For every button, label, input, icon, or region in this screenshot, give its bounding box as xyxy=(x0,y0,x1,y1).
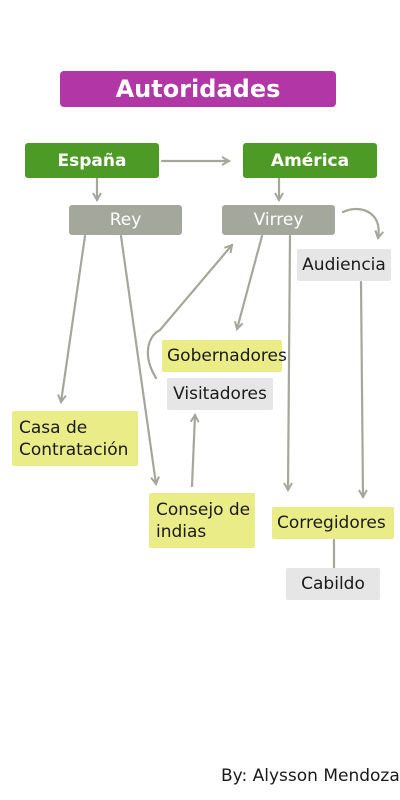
arrow-consejo-visitadores xyxy=(192,415,195,488)
node-virrey: Virrey xyxy=(222,205,335,235)
arrow-rey-consejo xyxy=(119,234,156,484)
node-rey: Rey xyxy=(69,205,182,235)
node-visitadores: Visitadores xyxy=(167,378,273,410)
arrow-audiencia-corregidores xyxy=(361,280,363,497)
node-america: América xyxy=(243,143,377,178)
arrow-virrey-corregidores xyxy=(288,234,290,490)
node-espana: España xyxy=(25,143,159,178)
node-casa-line-2: Contratación xyxy=(19,439,129,460)
node-corregidores: Corregidores xyxy=(272,507,394,539)
arrow-visitadores-virrey xyxy=(146,245,232,380)
arrow-virrey-gobernadores xyxy=(237,234,264,329)
node-consejo-de-indias: Consejo de indias xyxy=(149,493,255,548)
node-gobernadores: Gobernadores xyxy=(162,340,287,372)
arrow-loop-audiencia xyxy=(341,207,379,238)
node-audiencia: Audiencia xyxy=(297,249,391,281)
node-consejo-line-2: indias xyxy=(156,521,207,542)
node-casa-de-contratacion: Casa de Contratación xyxy=(12,411,138,466)
node-casa-line-1: Casa de xyxy=(19,417,88,438)
diagram-title: Autoridades xyxy=(60,71,336,107)
arrow-rey-casa xyxy=(61,234,87,402)
node-consejo-line-1: Consejo de xyxy=(156,499,251,520)
node-cabildo: Cabildo xyxy=(286,568,380,600)
author-credit: By: Alysson Mendoza xyxy=(221,766,400,786)
